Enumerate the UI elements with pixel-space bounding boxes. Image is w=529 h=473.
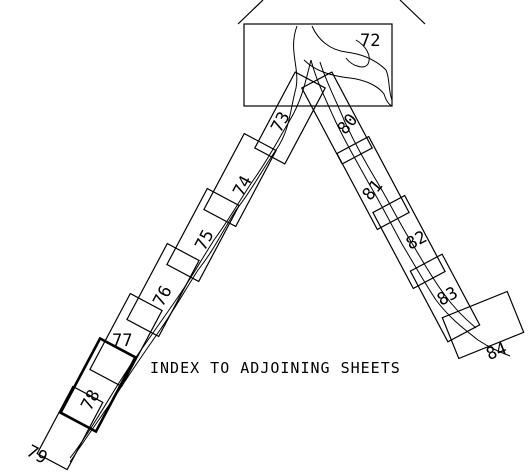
- river-line-72-lower: [303, 59, 393, 107]
- sheet-label-80: 80: [334, 110, 362, 139]
- sheet-72-outline[interactable]: [243, 23, 393, 107]
- river-line-left-b: [69, 59, 312, 459]
- sheet-label-75: 75: [191, 227, 218, 254]
- sheet-79-outline[interactable]: [36, 385, 104, 471]
- sheet-label-72: 72: [360, 31, 380, 51]
- river-line-right-a: [310, 59, 511, 357]
- sheet-75-outline[interactable]: [166, 187, 240, 283]
- sheet-label-83: 83: [434, 283, 461, 310]
- sheet-74-outline[interactable]: [203, 132, 277, 228]
- sheet-78-outline[interactable]: [58, 336, 138, 434]
- top-cut-line-left: [237, 0, 264, 25]
- sheet-73-outline[interactable]: [253, 71, 327, 165]
- top-cut-line-right: [399, 0, 426, 25]
- river-line-right-b: [319, 61, 477, 329]
- sheet-80-outline[interactable]: [300, 71, 374, 165]
- sheet-label-81: 81: [359, 176, 387, 205]
- river-line-left-a: [69, 25, 298, 463]
- index-title: INDEX TO ADJOINING SHEETS: [150, 359, 401, 377]
- sheet-83-outline[interactable]: [409, 253, 481, 343]
- sheet-label-84: 84: [483, 339, 509, 365]
- sheet-84-outline[interactable]: [441, 290, 525, 360]
- sheet-label-77: 77: [112, 331, 132, 351]
- river-line-72-upper: [311, 25, 393, 101]
- sheet-label-79: 79: [23, 441, 50, 468]
- sheet-label-82: 82: [403, 227, 430, 254]
- sheet-81-outline[interactable]: [336, 135, 410, 231]
- river-line-72-loop: [345, 39, 370, 68]
- sheet-76-outline[interactable]: [126, 242, 200, 338]
- sheet-82-outline[interactable]: [372, 194, 446, 290]
